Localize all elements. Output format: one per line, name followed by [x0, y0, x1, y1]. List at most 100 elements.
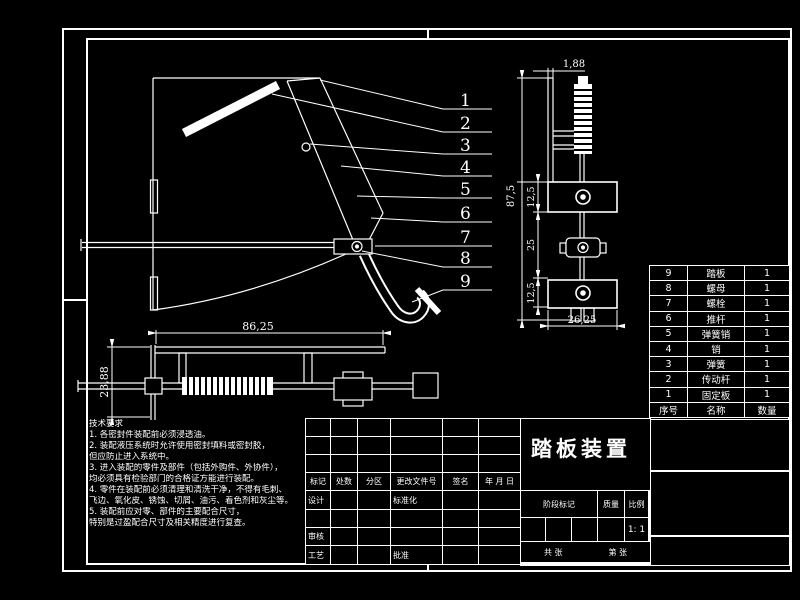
notes-line: 均必须具有检验部门的合格证方能进行装配。: [89, 474, 260, 484]
part-no: 4: [650, 341, 687, 357]
part-no: 7: [650, 296, 687, 311]
notes-line: 5. 装配前应对零、部件的主要配合尺寸，: [89, 507, 245, 517]
callout-2: 2: [460, 114, 471, 134]
side-bottom-block: [547, 279, 618, 309]
label-stage-mark: 阶段标记: [521, 491, 597, 517]
dim-bottom-height: 23,88: [98, 366, 111, 398]
main-view: [80, 77, 442, 324]
sheets-total: 共 张: [543, 547, 563, 557]
rev-header-count: 处数: [331, 473, 357, 490]
rev-header-file: 更改文件号: [391, 473, 442, 490]
notes-line: 1. 各密封件装配前必须浸透油。: [89, 430, 211, 440]
rev-header-zone: 分区: [358, 473, 390, 490]
notes-line: 但应防止进入系统中。: [89, 452, 175, 462]
notes-line: 特别是过盈配合尺寸及相关精度进行复查。: [89, 518, 251, 528]
revision-grid: 标记 处数 分区 更改文件号 签名 年 月 日: [305, 418, 521, 491]
connector-block: [333, 238, 373, 255]
notes-line: 3. 进入装配的零件及部件（包括外购件、外协件），: [89, 463, 283, 473]
part-name: 踏板: [688, 266, 744, 281]
part-name: 弹簧销: [688, 326, 744, 341]
part-no: 3: [650, 357, 687, 372]
callout-8: 8: [460, 249, 471, 269]
part-name: 推杆: [688, 311, 744, 326]
rev-header-sign: 签名: [443, 473, 478, 490]
spring-bottom-view: [182, 377, 273, 395]
label-process: 工艺: [306, 546, 330, 564]
drawing-title: 踏板装置: [531, 437, 631, 461]
callout-3: 3: [460, 136, 471, 156]
notes-line: 飞边、氧化皮、锈蚀、切屑、油污、着色剂和灰尘等。: [89, 496, 294, 506]
rod-left-block: [144, 377, 163, 395]
part-qty: 1: [745, 296, 789, 311]
dim-side-upper: 12,5: [526, 186, 537, 207]
technical-notes: 技术要求 1. 各密封件装配前必须浸透油。 2. 装配液压系统时允许使用密封填料…: [89, 419, 309, 529]
dim-side-base-width: 26,25: [568, 315, 597, 326]
stage-scale-block: 阶段标记 质量 比例 1: 1 共 张 第 张: [520, 490, 651, 566]
part-name: 螺栓: [688, 296, 744, 311]
pedal-lever: [286, 77, 384, 243]
part-no: 2: [650, 372, 687, 387]
parts-header-no: 序号: [650, 402, 687, 417]
dim-side-lower: 12,5: [526, 282, 537, 303]
spring-side-view: [574, 76, 592, 154]
dim-bottom-length: 86,25: [242, 320, 274, 333]
blank-cell-middle: [650, 471, 790, 536]
callout-9: 9: [460, 272, 471, 292]
part-name: 固定板: [688, 387, 744, 402]
side-top-block: [547, 181, 618, 213]
notes-line: 4. 零件在装配前必须清理和清洗干净，不得有毛刺、: [89, 485, 287, 495]
label-design: 设计: [306, 491, 330, 509]
callout-6: 6: [460, 204, 471, 224]
callout-5: 5: [460, 180, 471, 200]
bottom-view: [77, 345, 439, 420]
parts-table: 9 踏板 1 8 螺母 1 7 螺栓 1 6 推杆 1 5 弹簧销 1 4 销 …: [649, 265, 790, 418]
notes-line: 2. 装配液压系统时允许使用密封填料或密封胶，: [89, 441, 270, 451]
part-name: 销: [688, 341, 744, 357]
blank-cell-top: [650, 419, 790, 471]
callouts: 1 2 3 4 5 6 7 8 9: [271, 79, 492, 303]
part-name: 弹簧: [688, 357, 744, 372]
part-name: 传动杆: [688, 372, 744, 387]
part-qty: 1: [745, 311, 789, 326]
coupler: [333, 371, 373, 407]
label-scale: 比例: [625, 491, 648, 517]
rev-header-mark: 标记: [306, 473, 330, 490]
label-standardize: 标准化: [391, 491, 442, 509]
blank-cell-bottom: [650, 536, 790, 566]
label-review: 审核: [306, 528, 330, 545]
part-qty: 1: [745, 387, 789, 402]
callout-1: 1: [460, 91, 471, 111]
callout-7: 7: [460, 228, 471, 248]
side-bolt: [559, 237, 607, 258]
side-view: [547, 76, 618, 322]
part-qty: 1: [745, 357, 789, 372]
part-no: 8: [650, 281, 687, 296]
bottom-view-dimensions: 86,25 23,88: [98, 320, 391, 425]
dim-side-total-height: 87,5: [506, 185, 517, 207]
signature-grid: 设计 标准化 审核 工艺 批准: [305, 490, 521, 565]
part-no: 6: [650, 311, 687, 326]
fixed-plate: [149, 77, 347, 311]
pedal-hook: [358, 251, 442, 324]
side-view-dimensions: 1,88 12,5 25 12,5 87,5 26,25: [506, 59, 625, 330]
part-no: 9: [650, 266, 687, 281]
dim-side-pin-width: 1,88: [563, 59, 585, 70]
notes-heading: 技术要求: [89, 419, 124, 429]
part-qty: 1: [745, 372, 789, 387]
scale-value: 1: 1: [625, 518, 648, 541]
parts-header-name: 名称: [688, 402, 744, 417]
part-qty: 1: [745, 326, 789, 341]
drawing-title-cell: 踏板装置: [520, 418, 651, 491]
part-qty: 1: [745, 281, 789, 296]
sheet-number: 第 张: [608, 547, 628, 557]
part-no: 5: [650, 326, 687, 341]
part-qty: 1: [745, 266, 789, 281]
callout-4: 4: [460, 158, 471, 178]
part-name: 螺母: [688, 281, 744, 296]
part-no: 1: [650, 387, 687, 402]
transmission-rod: [80, 239, 334, 251]
dim-side-middle: 25: [526, 239, 537, 251]
pedal-pad: [181, 80, 281, 138]
rod-end-square: [412, 372, 439, 399]
